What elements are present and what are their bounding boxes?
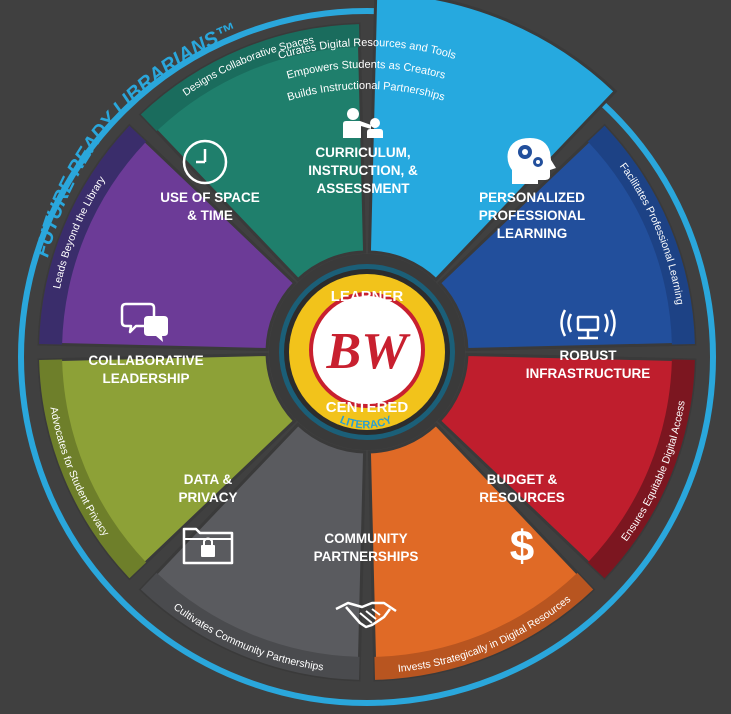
band-community-partnerships	[140, 572, 360, 680]
segment-title-curriculum-line-2: INSTRUCTION, &	[308, 163, 418, 178]
segment-title-personalized-pl-line-2: PROFESSIONAL	[479, 208, 586, 223]
clock-icon	[182, 139, 228, 185]
segment-title-collaborative-leadership-line-1: COLLABORATIVE	[88, 353, 203, 368]
band-budget-resources	[374, 572, 594, 680]
segment-title-community-partnerships-line-1: COMMUNITY	[324, 531, 407, 546]
segment-title-robust-infrastructure-line-2: INFRASTRUCTURE	[526, 366, 651, 381]
outer-ring	[18, 8, 716, 706]
hub-logo: BW	[326, 323, 412, 380]
segment-title-curriculum-line-3: ASSESSMENT	[316, 181, 410, 196]
band-collaborative-leadership	[39, 125, 147, 345]
segment-title-data-privacy-line-2: PRIVACY	[178, 490, 237, 505]
band-robust-infrastructure	[587, 359, 695, 579]
curriculum-bands: Curates Digital Resources and Tools Empo…	[277, 37, 458, 104]
hub-learner-label: LEARNER	[331, 288, 404, 305]
segment-title-budget-resources-line-1: BUDGET &	[487, 472, 558, 487]
segment-title-community-partnerships-line-2: PARTNERSHIPS	[314, 549, 419, 564]
segment-curriculum	[367, 0, 618, 282]
teacher-student-icon	[343, 108, 383, 138]
segment-title-use-of-space-time-line-2: & TIME	[187, 208, 233, 223]
segment-title-robust-infrastructure-line-1: ROBUST	[560, 348, 618, 363]
hub-centered-label: CENTERED	[326, 399, 409, 416]
network-icon	[560, 309, 616, 340]
hub-literacy-label: LITERACY	[338, 414, 394, 432]
segment-title-data-privacy-line-1: DATA &	[184, 472, 233, 487]
segment-title-personalized-pl-line-1: PERSONALIZED	[479, 190, 585, 205]
segment-title-curriculum-line-1: CURRICULUM,	[315, 145, 410, 160]
band-use-of-space-time	[140, 24, 360, 132]
band-personalized-pl	[587, 125, 695, 345]
handshake-icon	[335, 601, 397, 629]
head-gears-icon	[507, 138, 556, 184]
segment-title-budget-resources-line-2: RESOURCES	[479, 490, 565, 505]
svg-text:$: $	[510, 522, 534, 571]
segment-title-collaborative-leadership-line-2: LEADERSHIP	[102, 371, 189, 386]
segment-title-use-of-space-time-line-1: USE OF SPACE	[160, 190, 260, 205]
titles-layer: USE OF SPACE & TIME CURRICULUM, INSTRUCTION…	[88, 145, 650, 564]
icons-layer: $	[120, 108, 616, 629]
hub-literacy-path: LITERACY	[338, 414, 394, 432]
hub-logo-disc	[309, 292, 425, 408]
hub: LEARNER CENTERED BW LITERACY	[269, 254, 465, 450]
band-data-privacy	[39, 359, 147, 579]
dollar-icon: $	[510, 522, 534, 571]
chat-bubbles-icon	[120, 302, 168, 342]
locked-folder-icon	[182, 527, 234, 565]
segment-title-personalized-pl-line-3: LEARNING	[497, 226, 568, 241]
